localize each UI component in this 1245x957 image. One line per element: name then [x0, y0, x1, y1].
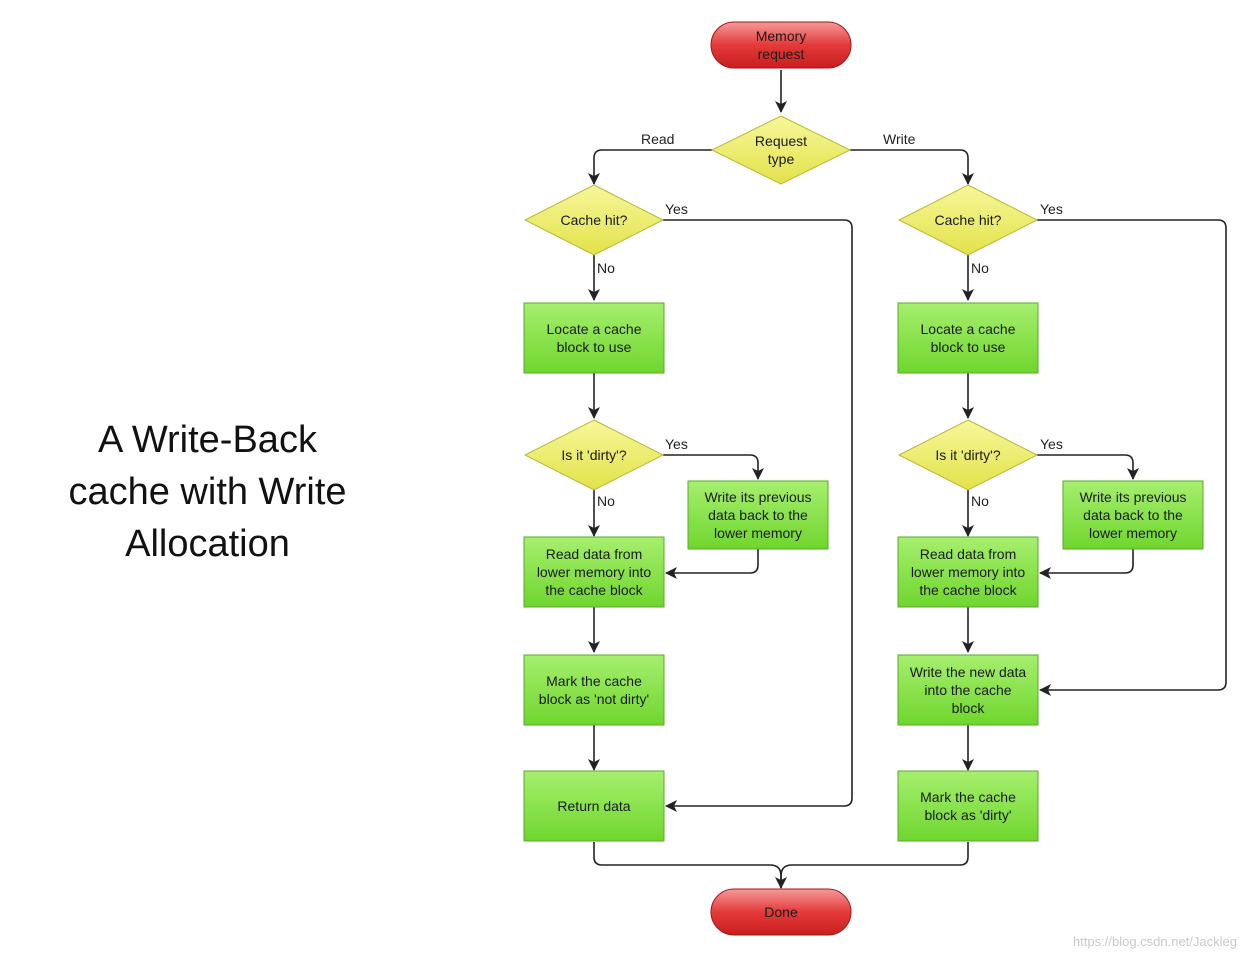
- side-title-line-1: A Write-Back: [98, 419, 317, 461]
- node-read-mark: Mark the cache block as 'not dirty': [523, 654, 665, 726]
- node-read-read-data-label: the cache block: [545, 582, 643, 598]
- node-read-locate-shape: [523, 302, 665, 374]
- node-read-read-data-shape: [523, 536, 665, 608]
- node-read-cache-hit: Cache hit?: [523, 184, 665, 256]
- node-write-dirty-shape: [897, 419, 1039, 491]
- node-read-locate-label: block to use: [557, 339, 632, 355]
- node-write-writeback-shape: [1062, 480, 1204, 550]
- node-read-dirty: Is it 'dirty'?: [523, 419, 665, 491]
- watermark: https://blog.csdn.net/Jackleg: [1072, 934, 1237, 949]
- edge-label-read-hit-no: No: [597, 260, 615, 276]
- edge-label-read-hit-yes: Yes: [665, 201, 688, 217]
- node-write-new-data: Write the new data into the cache block: [897, 654, 1039, 726]
- edge-label-read-dirty-yes: Yes: [665, 436, 688, 452]
- node-done-shape: [710, 888, 852, 936]
- node-read-dirty-label: Is it 'dirty'?: [561, 447, 626, 463]
- edge-label-write-dirty-no: No: [971, 493, 989, 509]
- node-write-writeback-label: data back to the: [1083, 507, 1183, 523]
- side-title-line-3: Allocation: [125, 523, 290, 565]
- edge-write-branch: [850, 149, 974, 185]
- node-write-read-data-shape: [897, 536, 1039, 608]
- node-write-new-data-label: into the cache: [924, 682, 1011, 698]
- node-return-data-label: Return data: [557, 798, 630, 814]
- node-write-cache-hit-label: Cache hit?: [935, 212, 1002, 228]
- edge-label-read-dirty-no: No: [597, 493, 615, 509]
- edge-read-hit-yes: [663, 219, 853, 812]
- edge-write-dirty-yes: [1037, 454, 1139, 480]
- node-write-cache-hit-shape: [897, 184, 1039, 256]
- side-title: A Write-Back cache with Write Allocation: [20, 414, 395, 570]
- edge-mark-dirty-to-done: [780, 842, 969, 888]
- node-write-writeback-label: Write its previous: [1079, 489, 1186, 505]
- node-write-mark-dirty-shape: [897, 770, 1039, 842]
- node-memory-request: Memory request: [710, 21, 852, 69]
- node-write-new-data-shape: [897, 654, 1039, 726]
- node-write-mark-dirty-label: block as 'dirty': [924, 807, 1011, 823]
- node-read-writeback-label: Write its previous: [704, 489, 811, 505]
- edge-write-writeback-to-read: [1039, 549, 1134, 579]
- node-write-locate-label: block to use: [931, 339, 1006, 355]
- edge-label-read: Read: [641, 131, 674, 147]
- node-memory-request-label: request: [758, 46, 805, 62]
- edge-write-hit-yes: [1037, 219, 1227, 696]
- node-write-mark-dirty: Mark the cache block as 'dirty': [897, 770, 1039, 842]
- side-title-line-2: cache with Write: [68, 471, 347, 513]
- node-write-read-data: Read data from lower memory into the cache…: [897, 536, 1039, 608]
- node-memory-request-shape: [710, 21, 852, 69]
- node-write-read-data-label: Read data from: [920, 546, 1017, 562]
- node-read-read-data-label: lower memory into: [537, 564, 652, 580]
- node-write-locate-label: Locate a cache: [921, 321, 1016, 337]
- edge-read-writeback-to-read: [665, 549, 759, 579]
- node-read-read-data: Read data from lower memory into the cache…: [523, 536, 665, 608]
- node-write-locate: Locate a cache block to use: [897, 302, 1039, 374]
- node-write-new-data-label: Write the new data: [910, 664, 1027, 680]
- node-write-cache-hit: Cache hit?: [897, 184, 1039, 256]
- node-write-read-data-label: the cache block: [919, 582, 1017, 598]
- node-request-type-shape: [710, 115, 852, 185]
- node-read-writeback: Write its previous data back to the lower …: [687, 480, 829, 550]
- node-read-writeback-label: data back to the: [708, 507, 808, 523]
- edge-label-write: Write: [883, 131, 916, 147]
- node-read-locate: Locate a cache block to use: [523, 302, 665, 374]
- node-write-writeback-label: lower memory: [1089, 525, 1177, 541]
- node-write-writeback: Write its previous data back to the lower …: [1062, 480, 1204, 550]
- edge-read-dirty-yes: [663, 454, 764, 480]
- edge-return-to-done: [593, 842, 787, 889]
- node-return-data: Return data: [523, 770, 665, 842]
- node-memory-request-label: Memory: [756, 28, 807, 44]
- edge-label-write-hit-no: No: [971, 260, 989, 276]
- node-done-label: Done: [764, 904, 798, 920]
- node-write-read-data-label: lower memory into: [911, 564, 1026, 580]
- node-write-locate-shape: [897, 302, 1039, 374]
- node-read-writeback-label: lower memory: [714, 525, 802, 541]
- edge-label-write-hit-yes: Yes: [1040, 201, 1063, 217]
- node-read-writeback-shape: [687, 480, 829, 550]
- node-read-mark-shape: [523, 654, 665, 726]
- node-return-data-shape: [523, 770, 665, 842]
- node-done: Done: [710, 888, 852, 936]
- node-read-mark-label: block as 'not dirty': [539, 691, 649, 707]
- node-read-locate-label: Locate a cache: [547, 321, 642, 337]
- node-read-read-data-label: Read data from: [546, 546, 643, 562]
- edge-label-write-dirty-yes: Yes: [1040, 436, 1063, 452]
- node-write-dirty: Is it 'dirty'?: [897, 419, 1039, 491]
- node-read-mark-label: Mark the cache: [546, 673, 642, 689]
- node-request-type-label: Request: [755, 133, 807, 149]
- node-write-mark-dirty-label: Mark the cache: [920, 789, 1016, 805]
- node-read-cache-hit-shape: [523, 184, 665, 256]
- node-request-type-label: type: [768, 151, 795, 167]
- node-write-dirty-label: Is it 'dirty'?: [935, 447, 1000, 463]
- node-read-dirty-shape: [523, 419, 665, 491]
- edge-read-branch: [588, 149, 712, 185]
- node-write-new-data-label: block: [952, 700, 986, 716]
- node-read-cache-hit-label: Cache hit?: [561, 212, 628, 228]
- node-request-type: Request type: [710, 115, 852, 185]
